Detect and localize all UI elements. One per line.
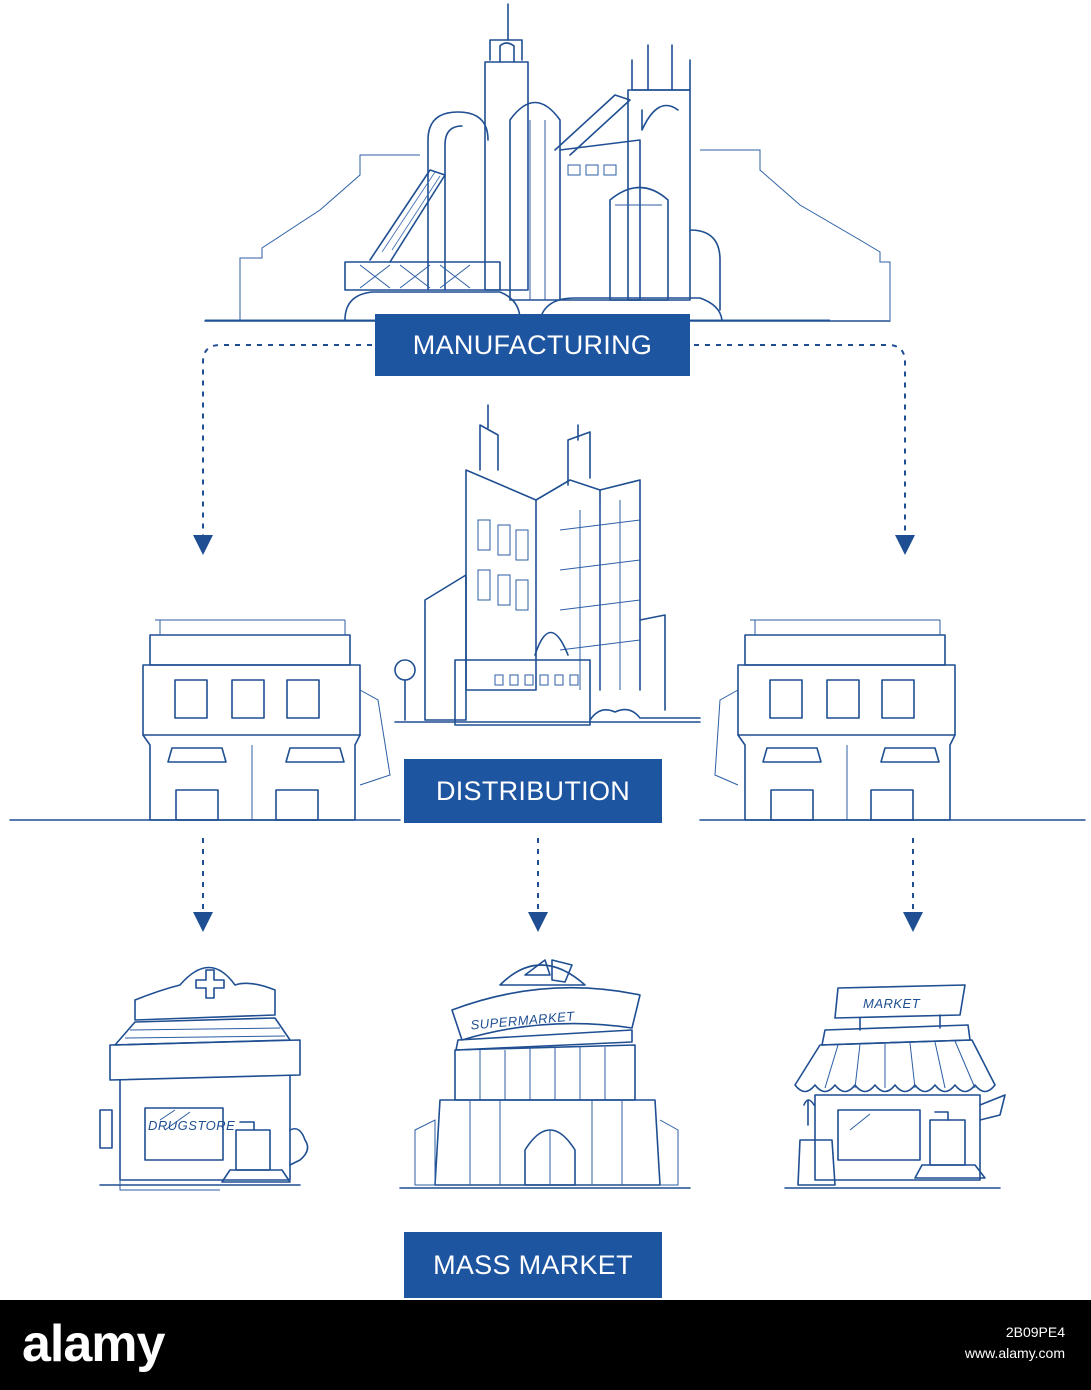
factory-sketch: [204, 3, 891, 322]
supermarket-sign: SUPERMARKET: [470, 1008, 576, 1032]
office-tower-sketch: [394, 404, 701, 726]
warehouse-right-sketch: [699, 619, 1086, 821]
market-sketch: MARKET: [784, 984, 1006, 1189]
watermark-footer: alamy 2B09PE4 www.alamy.com: [0, 1300, 1091, 1390]
sketch-illustration: DRUGSTORE SUPERMARKET: [9, 3, 1086, 1191]
image-id-block: 2B09PE4 www.alamy.com: [965, 1322, 1065, 1364]
distribution-label: DISTRIBUTION: [404, 759, 662, 823]
diagram-canvas: DRUGSTORE SUPERMARKET: [9, 3, 1086, 1298]
mass-market-label: MASS MARKET: [404, 1232, 662, 1298]
drugstore-sketch: DRUGSTORE: [99, 966, 309, 1191]
manufacturing-label: MANUFACTURING: [375, 314, 690, 376]
alamy-logo: alamy: [22, 1315, 165, 1373]
manufacturing-arrows: [193, 344, 915, 555]
distribution-arrows: [193, 838, 923, 932]
image-id: 2B09PE4: [1005, 1324, 1065, 1340]
supermarket-sketch: SUPERMARKET: [399, 959, 691, 1189]
market-sign: MARKET: [863, 996, 921, 1011]
source-url: www.alamy.com: [964, 1345, 1065, 1361]
warehouse-left-sketch: [9, 619, 401, 821]
drugstore-sign: DRUGSTORE: [148, 1118, 235, 1133]
